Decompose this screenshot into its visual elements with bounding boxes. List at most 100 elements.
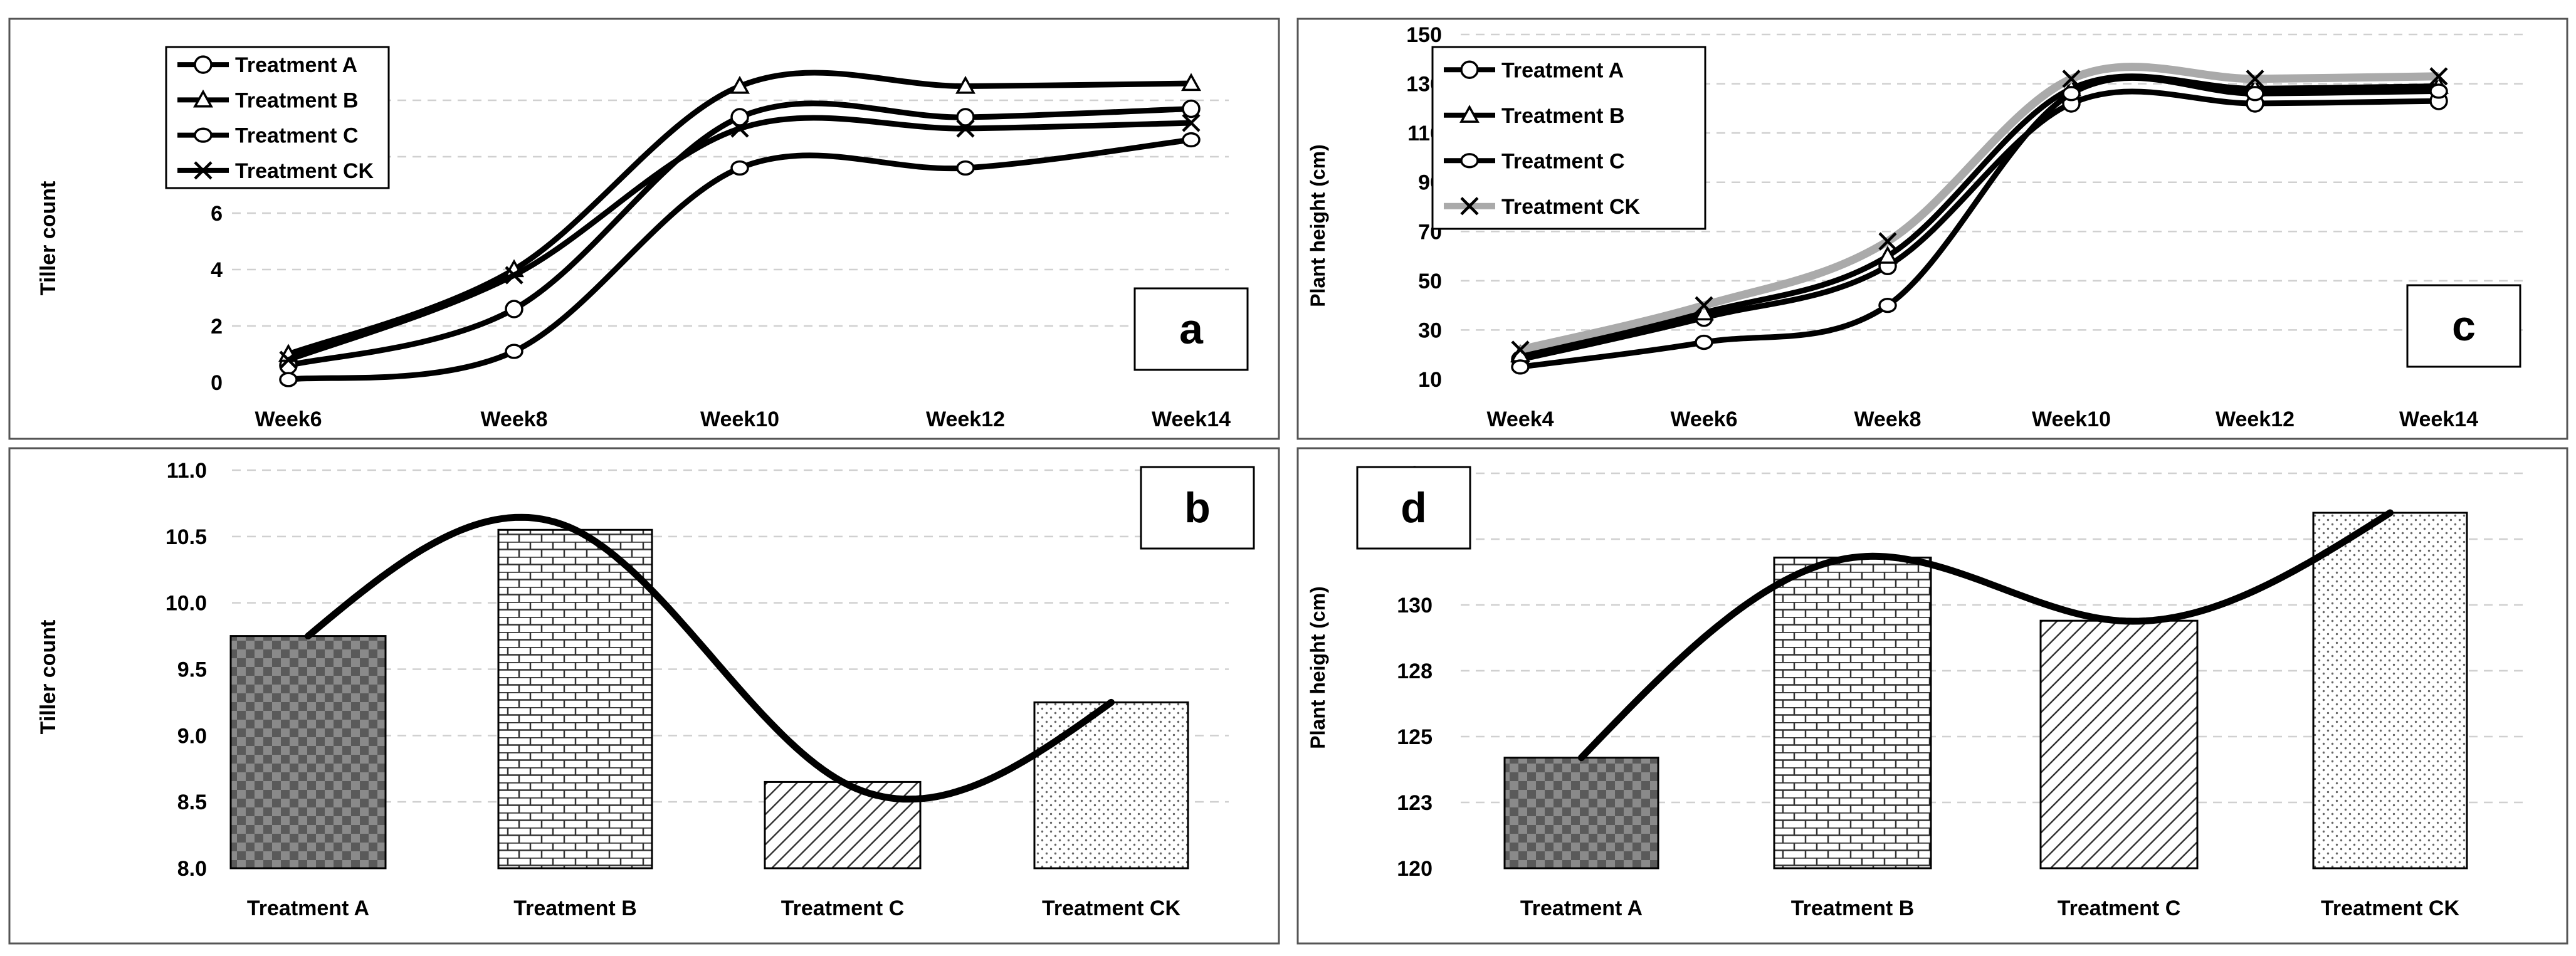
data-point [1878, 297, 1897, 313]
trend-curve [1578, 509, 2394, 762]
panel-a-tiller-line-chart: 0246810Week6Week8Week10Week12Week14 Till… [8, 18, 1280, 440]
series-treatment-ck [279, 113, 1201, 369]
legend-marker [1460, 197, 1479, 216]
bar-treatment-a [229, 635, 387, 869]
data-point [505, 300, 523, 318]
series-line [1520, 73, 2439, 358]
y-tick-label: 50 [1418, 270, 1442, 293]
x-tick-label: Week4 [1486, 407, 1553, 431]
data-point [1511, 359, 1530, 375]
y-tick-label: 125 [1397, 725, 1433, 749]
panel-d-height-bar-chart: 120123125128130133135Treatment ATreatmen… [1296, 447, 2568, 945]
bar-treatment-b [497, 528, 653, 869]
legend-label: Treatment B [235, 88, 359, 112]
bar-treatment-ck [2312, 512, 2468, 869]
data-point [955, 75, 975, 94]
bar-treatment-a [1503, 757, 1659, 869]
series-line [287, 100, 1192, 369]
data-point [2246, 86, 2264, 102]
legend-entry: Treatment B [177, 88, 359, 112]
y-tick-label: 10 [1418, 368, 1442, 392]
panel-label: a [1179, 305, 1204, 353]
legend-marker [1459, 105, 1480, 123]
y-tick-label: 130 [1397, 594, 1433, 617]
panel-label-box [1356, 466, 1471, 550]
y-tick-label: 123 [1397, 791, 1433, 815]
y-tick-label: 8.0 [177, 857, 207, 881]
legend-entry: Treatment C [177, 124, 359, 148]
data-point [730, 119, 749, 138]
x-tick-label: Week14 [2399, 407, 2478, 431]
legend-entry: Treatment CK [1444, 195, 1640, 219]
x-tick-label: Week10 [2032, 407, 2111, 431]
data-point [2429, 67, 2448, 86]
panel-label: c [2452, 302, 2476, 350]
y-tick-label: 9.5 [177, 658, 207, 682]
panel-label: b [1184, 484, 1211, 532]
legend-entry: Treatment CK [177, 159, 374, 183]
x-tick-label: Treatment A [1520, 896, 1643, 920]
y-tick-label: 128 [1397, 659, 1433, 683]
data-point [2062, 86, 2081, 102]
data-point [1878, 232, 1897, 251]
series-line [1520, 75, 2439, 370]
data-point [730, 108, 749, 127]
legend-entry: Treatment A [177, 53, 357, 77]
trend-curve [305, 513, 1115, 803]
series-line [1519, 63, 2439, 354]
bar-treatment-b [1773, 556, 1932, 869]
data-point [2062, 70, 2081, 88]
legend-marker [1460, 60, 1479, 79]
x-tick-label: Treatment CK [1042, 896, 1180, 920]
y-tick-label: 0 [211, 371, 223, 395]
panel-label: d [1401, 484, 1427, 532]
panel-label-box [1133, 287, 1249, 371]
legend-label: Treatment B [1501, 104, 1625, 128]
x-tick-label: Week14 [1152, 407, 1231, 431]
legend-entry: Treatment B [1444, 104, 1625, 128]
x-tick-label: Week10 [700, 407, 779, 431]
x-tick-label: Week12 [2216, 407, 2295, 431]
data-point [956, 108, 975, 127]
y-tick-label: 4 [211, 258, 223, 282]
legend-label: Treatment A [1501, 58, 1624, 82]
legend-label: Treatment CK [1501, 195, 1640, 219]
data-point [956, 160, 975, 176]
legend-entry: Treatment C [1444, 149, 1625, 173]
x-tick-label: Treatment C [2058, 896, 2181, 920]
x-tick-label: Week8 [1854, 407, 1921, 431]
y-tick-label: 150 [1406, 23, 1442, 47]
data-point [505, 344, 523, 359]
panel-label-box [1140, 466, 1255, 550]
x-tick-label: Week12 [926, 407, 1005, 431]
y-axis-label: Plant height (cm) [1306, 144, 1329, 307]
y-axis-label: Tiller count [36, 620, 60, 735]
y-tick-label: 120 [1397, 857, 1433, 881]
legend-label: Treatment A [235, 53, 357, 77]
y-tick-label: 30 [1418, 318, 1442, 342]
series-treatment-c [279, 132, 1201, 387]
data-point [2246, 70, 2264, 88]
bar-treatment-c [2039, 619, 2199, 869]
y-tick-label: 11.0 [167, 459, 207, 483]
data-point [1695, 296, 1713, 315]
y-tick-label: 10.5 [166, 525, 207, 549]
y-tick-label: 10.0 [166, 592, 207, 616]
x-tick-label: Week6 [1670, 407, 1737, 431]
panel-label-box [2406, 284, 2521, 368]
x-tick-label: Treatment C [781, 896, 905, 920]
x-tick-label: Treatment B [1791, 896, 1915, 920]
data-point [1694, 302, 1714, 321]
y-tick-label: 8.5 [177, 791, 207, 814]
x-tick-label: Week6 [255, 407, 322, 431]
series-treatment-ck [1511, 63, 2448, 359]
data-point [505, 266, 523, 285]
y-axis-label: Tiller count [36, 181, 60, 296]
legend-marker [193, 89, 213, 108]
x-tick-label: Week8 [480, 407, 547, 431]
x-tick-label: Treatment A [247, 896, 369, 920]
data-point [730, 75, 750, 94]
